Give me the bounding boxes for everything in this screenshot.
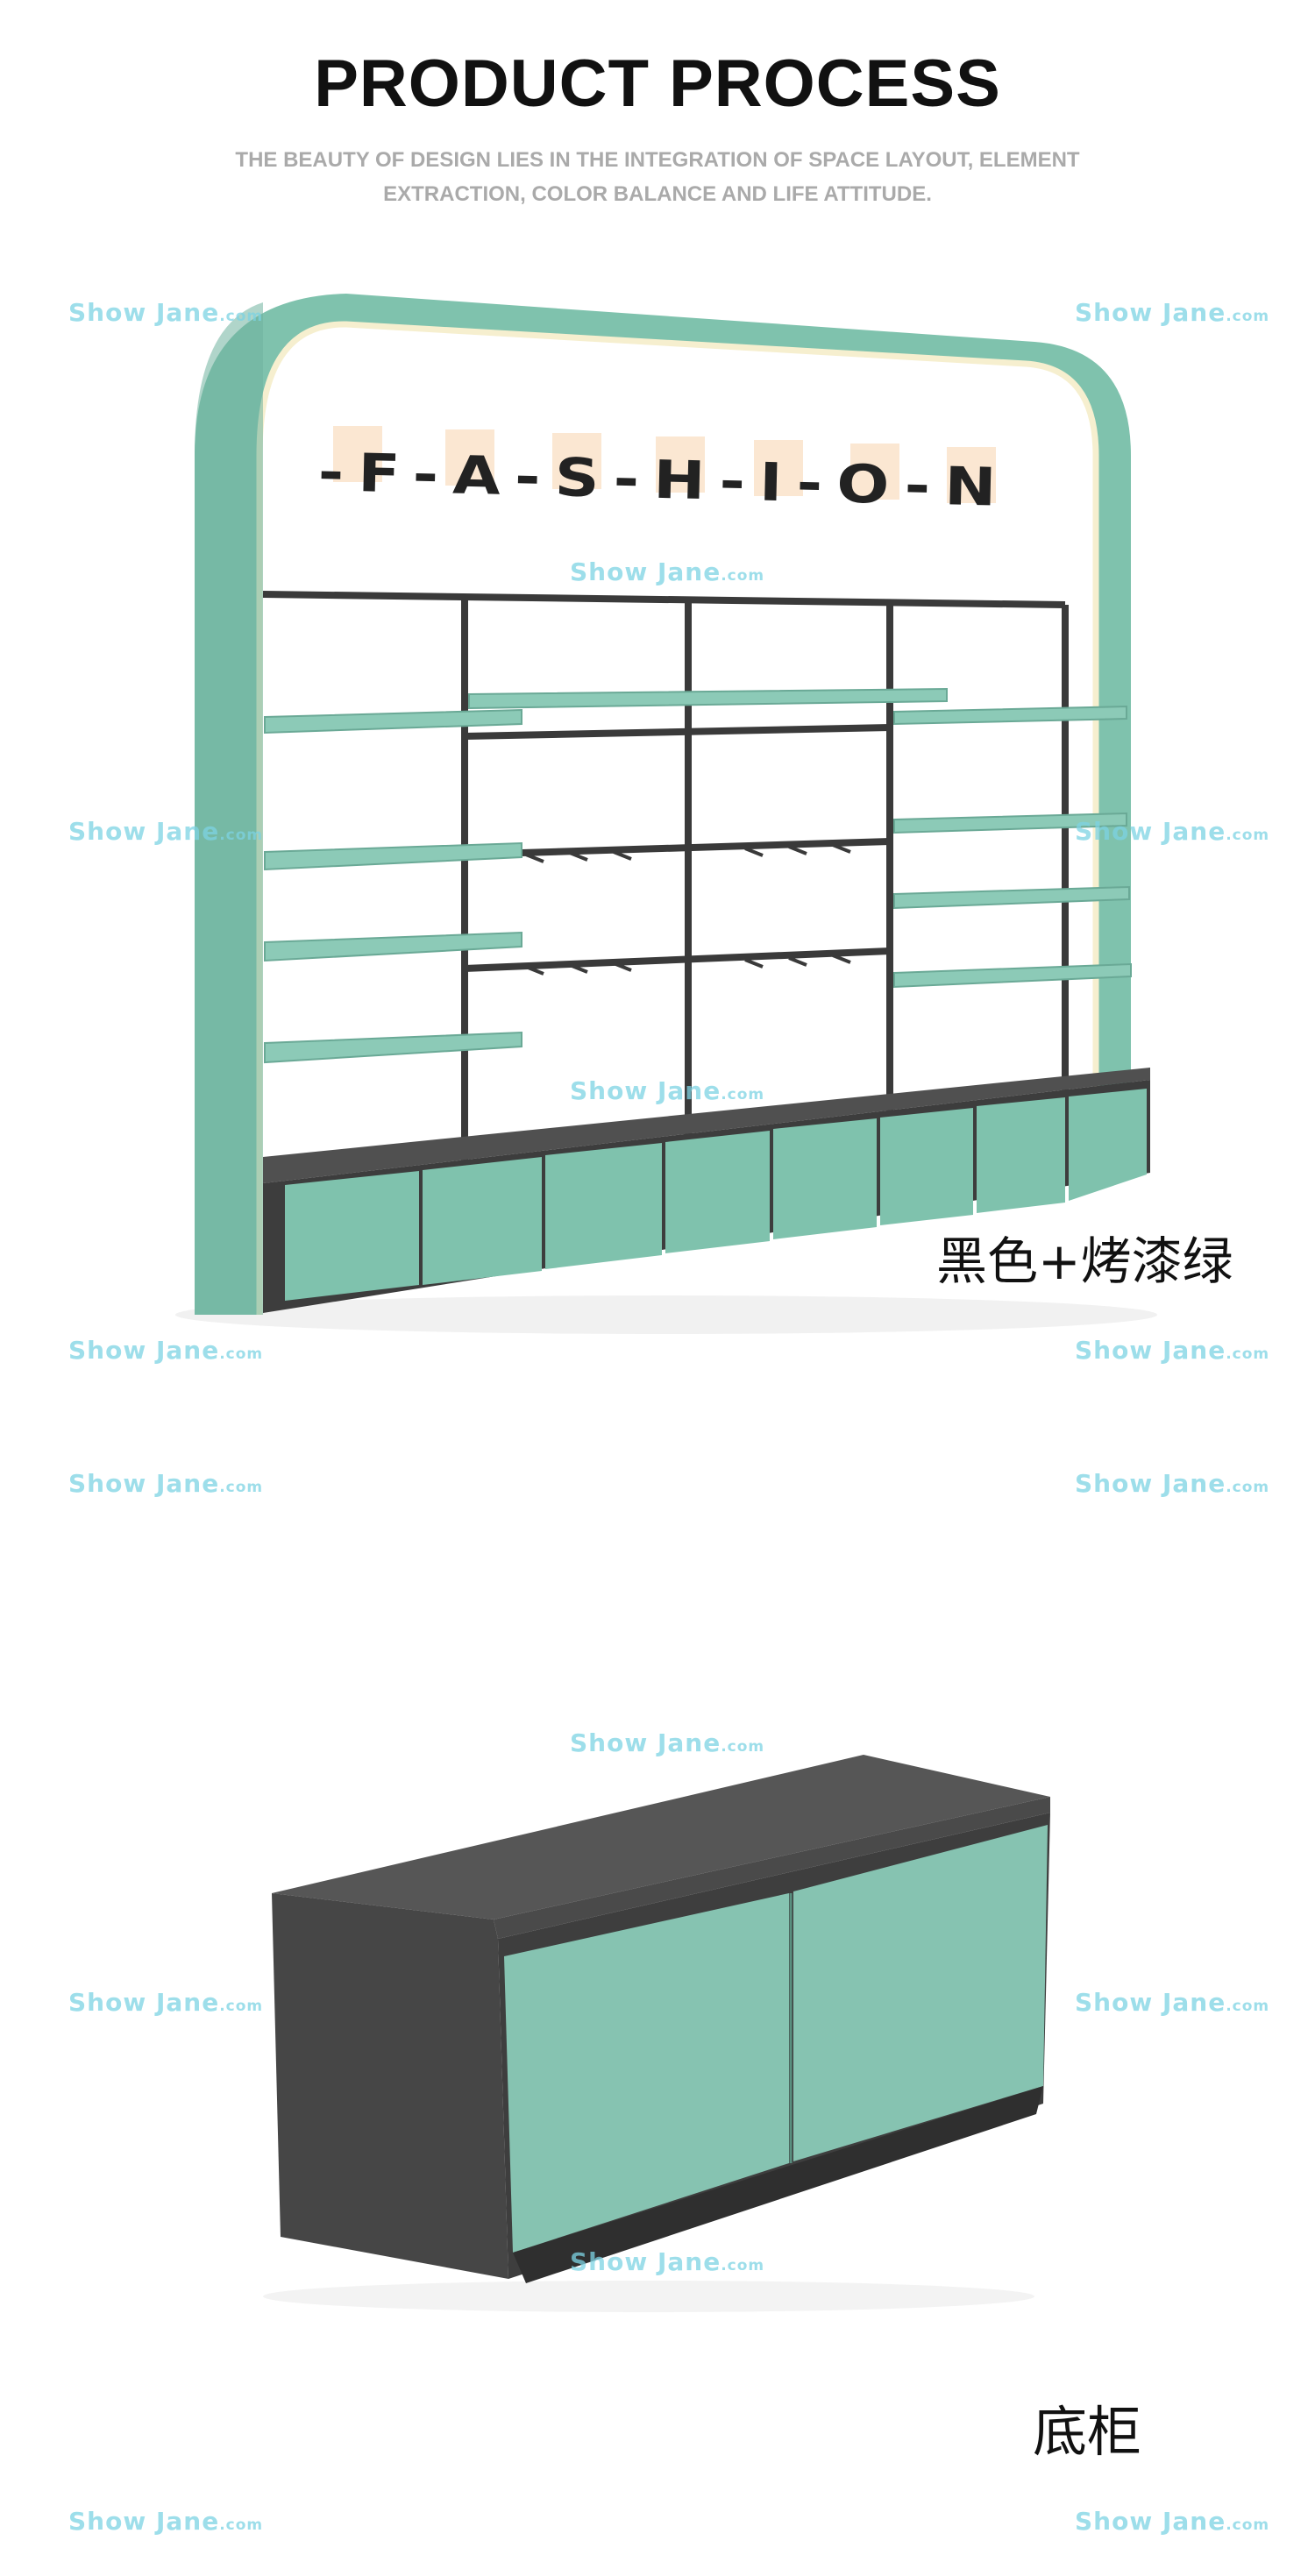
watermark-logo: Show Jane.com xyxy=(570,2247,765,2276)
cabinet-side xyxy=(272,1893,508,2279)
page-title: PRODUCT PROCESS xyxy=(314,46,1001,121)
watermark-logo: Show Jane.com xyxy=(570,1076,765,1105)
watermark-logo: Show Jane.com xyxy=(570,557,765,586)
shelves xyxy=(264,687,1132,1064)
cabinet-door-right xyxy=(793,1825,1048,2161)
cabinet-caption: 底柜 xyxy=(1033,2400,1142,2464)
page-subtitle: THE BEAUTY OF DESIGN LIES IN THE INTEGRA… xyxy=(235,148,1080,206)
watermark-logo: Show Jane.com xyxy=(1075,298,1270,327)
fashion-sign: -F-A-S-H-I-O-N xyxy=(317,426,1012,519)
watermark-logo: Show Jane.com xyxy=(1075,1469,1270,1498)
watermark-logo: Show Jane.com xyxy=(1075,1988,1270,2017)
rack-base-cabinets xyxy=(263,1068,1150,1313)
display-rack: -F-A-S-H-I-O-N xyxy=(175,294,1157,1334)
watermark-logo: Show Jane.com xyxy=(68,1988,264,2017)
fashion-sign-text: -F-A-S-H-I-O-N xyxy=(317,442,1011,519)
watermark-logo: Show Jane.com xyxy=(68,817,264,846)
hooks xyxy=(525,843,851,976)
rack-color-caption: 黑色+烤漆绿 xyxy=(936,1231,1233,1291)
watermark-logo: Show Jane.com xyxy=(68,2507,264,2536)
base-cabinet xyxy=(263,1755,1050,2312)
watermark-logo: Show Jane.com xyxy=(570,1728,765,1757)
cabinet-door-left xyxy=(504,1893,789,2253)
watermark-logo: Show Jane.com xyxy=(1075,1336,1270,1365)
watermark-logo: Show Jane.com xyxy=(68,1336,264,1365)
cabinet-top xyxy=(272,1755,1050,1920)
watermark-logo: Show Jane.com xyxy=(1075,817,1270,846)
watermark-logo: Show Jane.com xyxy=(68,298,264,327)
watermark-logo: Show Jane.com xyxy=(68,1469,264,1498)
watermark-logo: Show Jane.com xyxy=(1075,2507,1270,2536)
